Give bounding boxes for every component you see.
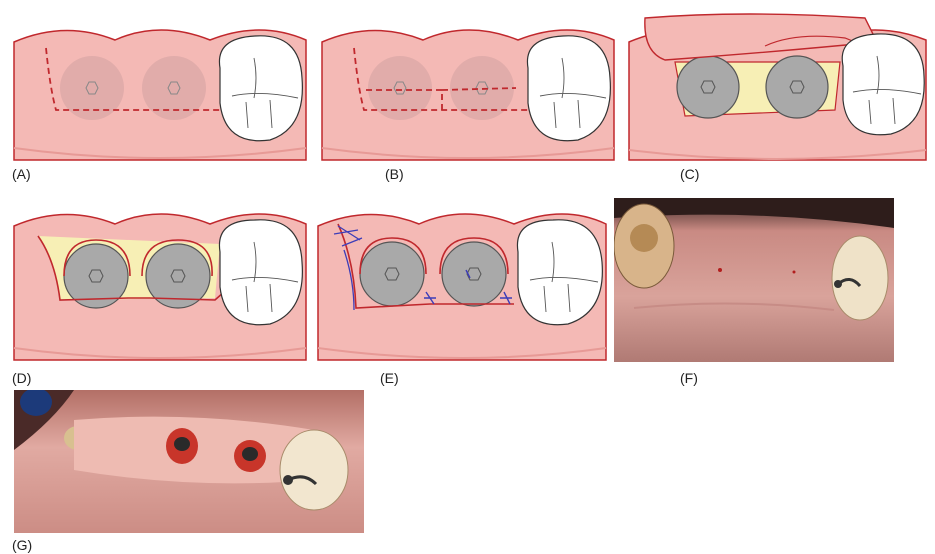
panel-e xyxy=(314,200,610,363)
panel-c xyxy=(625,12,930,163)
panel-label-d: (D) xyxy=(12,370,31,386)
panel-label-c: (C) xyxy=(680,166,699,182)
panel-label-a: (A) xyxy=(12,166,31,182)
panel-label-e: (E) xyxy=(380,370,399,386)
panel-b xyxy=(318,18,618,163)
panel-a xyxy=(10,18,310,163)
panel-label-g: (G) xyxy=(12,537,32,553)
panel-label-b: (B) xyxy=(385,166,404,182)
panel-d xyxy=(10,200,310,363)
panel-g-photo xyxy=(14,390,364,533)
panel-f-photo xyxy=(614,198,894,362)
panel-label-f: (F) xyxy=(680,370,698,386)
